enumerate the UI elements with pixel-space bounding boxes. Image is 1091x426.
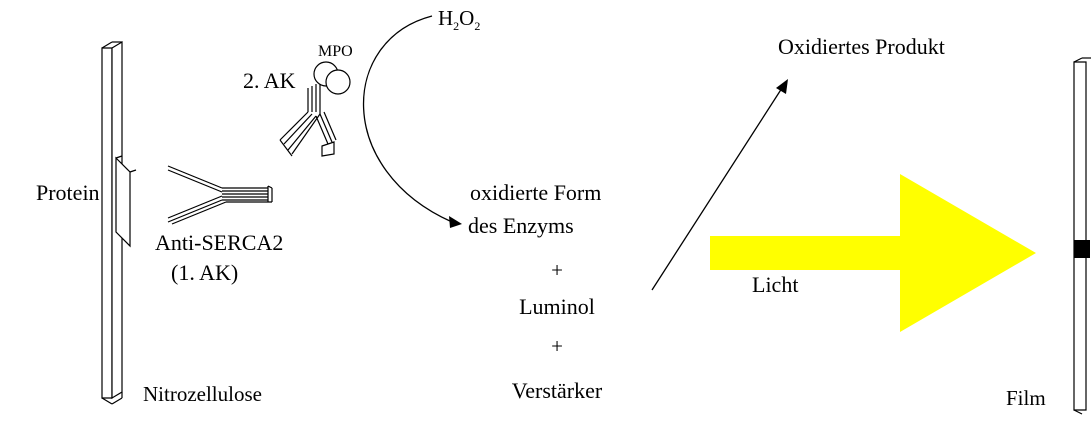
h2o2-o: O <box>459 6 475 30</box>
enhancer-label: Verstärker <box>511 378 603 403</box>
luminol-label: Luminol <box>519 294 595 319</box>
h2o2-subscript-2: 2 <box>474 19 481 33</box>
light-arrow <box>710 174 1036 332</box>
plus-sign-2: + <box>551 334 563 358</box>
primary-antibody-shape <box>167 165 273 225</box>
nitrocellulose-membrane <box>101 40 123 405</box>
light-label: Licht <box>752 272 799 297</box>
anti-serca2-label: Anti-SERCA2 <box>155 230 284 255</box>
mpo-label: MPO <box>318 43 353 60</box>
protein-band <box>115 155 137 248</box>
product-arrow <box>651 79 788 291</box>
film-label: Film <box>1006 386 1046 410</box>
h2o2-label: H2O2 <box>438 6 480 33</box>
oxidized-form-label-line2: des Enzyms <box>468 213 574 238</box>
plus-sign-1: + <box>551 258 563 282</box>
film-strip <box>1073 57 1091 415</box>
protein-label: Protein <box>36 180 100 205</box>
h2o2-reaction-arrow <box>362 15 462 228</box>
h2o2-subscript-1: 2 <box>453 19 460 33</box>
oxidized-form-label-line1: oxidierte Form <box>470 180 602 205</box>
nitrocellulose-label: Nitrozellulose <box>143 382 262 406</box>
oxidized-product-label: Oxidiertes Produkt <box>778 34 945 59</box>
secondary-antibody-shape <box>279 82 337 157</box>
film-signal-band <box>1074 240 1090 258</box>
mpo-enzyme <box>313 61 351 95</box>
second-antibody-label: 2. AK <box>243 68 296 93</box>
first-antibody-label: (1. AK) <box>171 260 239 285</box>
h2o2-h: H <box>438 6 454 30</box>
